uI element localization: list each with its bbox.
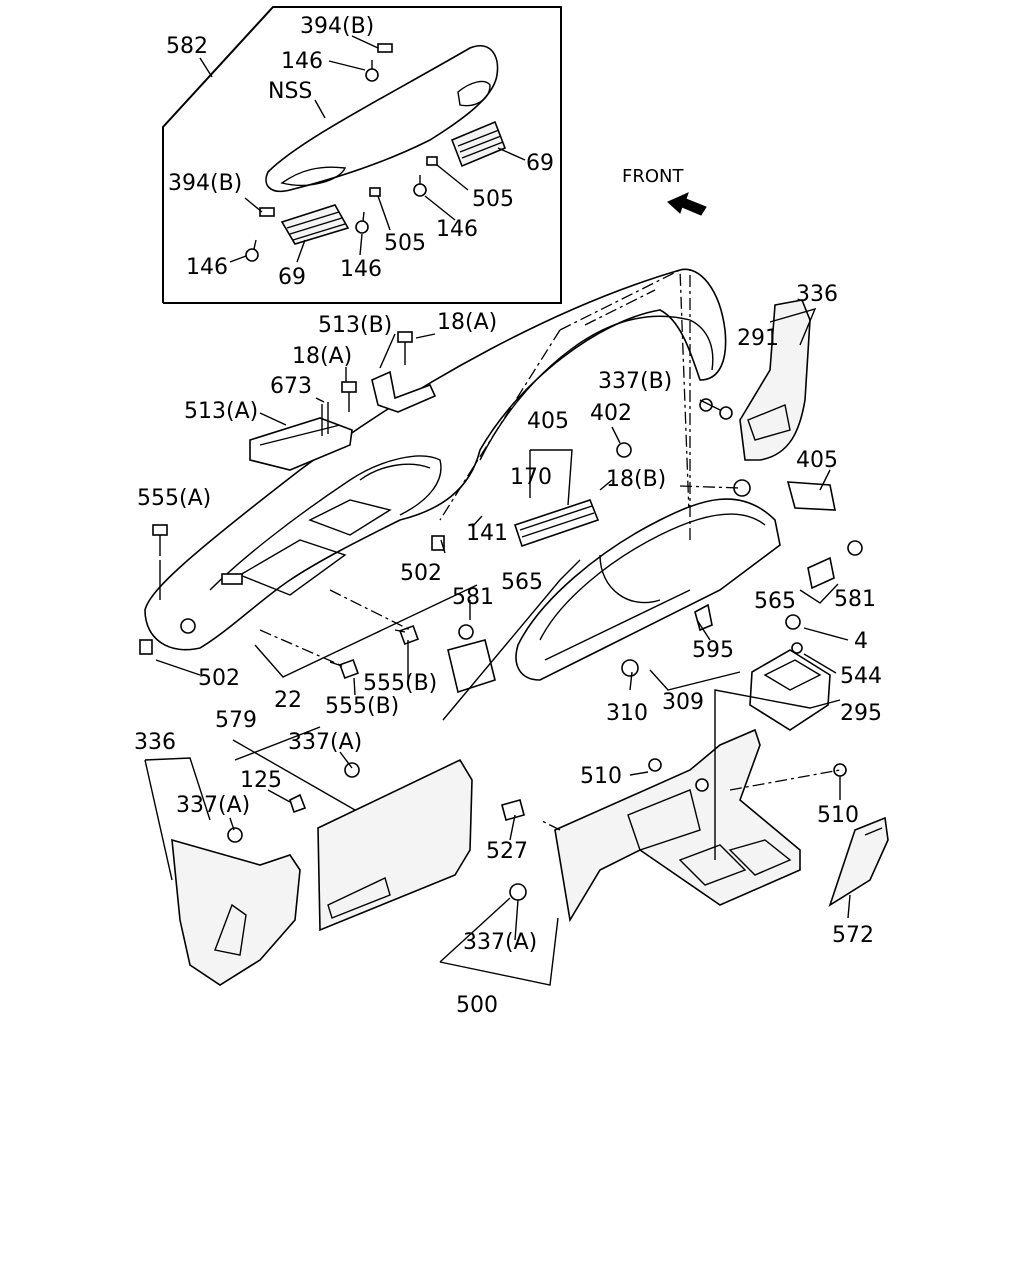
- label-394b-top: 394(B): [300, 14, 374, 39]
- labels: 582 394(B) 146 NSS 69 394(B) 505 146 505…: [134, 14, 882, 1018]
- side-trim-336-right: [699, 299, 811, 461]
- label-500: 500: [456, 993, 498, 1018]
- glove-box-579: [289, 758, 473, 932]
- label-555a: 555(A): [137, 486, 211, 511]
- label-18a-top: 18(A): [437, 310, 497, 335]
- label-front: FRONT: [622, 166, 684, 187]
- label-579: 579: [215, 708, 257, 733]
- label-673: 673: [270, 374, 312, 399]
- center-console: [501, 728, 847, 923]
- ash-tray-295: [749, 614, 831, 731]
- bolt-555a: [152, 524, 168, 600]
- label-565-left: 565: [501, 570, 543, 595]
- label-141: 141: [466, 521, 508, 546]
- label-394b-left: 394(B): [168, 171, 242, 196]
- label-555b-right: 555(B): [363, 671, 437, 696]
- label-69-right: 69: [526, 151, 554, 176]
- label-510-right: 510: [817, 803, 859, 828]
- label-69-bottom: 69: [278, 265, 306, 290]
- label-582: 582: [166, 34, 208, 59]
- bolt-18a-left: [341, 381, 357, 412]
- label-572: 572: [832, 923, 874, 948]
- side-panel-572: [828, 816, 889, 907]
- label-337a-left: 337(A): [176, 793, 250, 818]
- label-510-left: 510: [580, 764, 622, 789]
- label-337a-top: 337(A): [288, 730, 362, 755]
- label-581-left: 581: [452, 585, 494, 610]
- instrument-cluster-frame: [447, 442, 863, 694]
- bracket-513a: [249, 402, 353, 471]
- label-336-left: 336: [134, 730, 176, 755]
- label-295: 295: [840, 701, 882, 726]
- label-309: 309: [662, 690, 704, 715]
- inset-panel-582: [162, 6, 562, 304]
- label-4: 4: [854, 629, 868, 654]
- label-146-bottom: 146: [340, 257, 382, 282]
- label-502-top: 502: [400, 561, 442, 586]
- map-lamp-69-left: [280, 204, 350, 245]
- label-527: 527: [486, 839, 528, 864]
- label-18a-left: 18(A): [292, 344, 352, 369]
- label-170: 170: [510, 465, 552, 490]
- bracket-513b: [371, 370, 437, 413]
- label-505-mid: 505: [384, 231, 426, 256]
- label-146-left: 146: [186, 255, 228, 280]
- clips-502: [139, 535, 445, 655]
- map-lamp-69-right: [450, 120, 507, 168]
- label-22: 22: [274, 688, 302, 713]
- front-arrow: [667, 192, 707, 216]
- label-405-right: 405: [796, 448, 838, 473]
- label-291: 291: [737, 326, 779, 351]
- leader-lines: [144, 270, 851, 986]
- label-125: 125: [240, 768, 282, 793]
- label-146-mid: 146: [436, 217, 478, 242]
- label-18b: 18(B): [606, 467, 666, 492]
- label-405-left: 405: [527, 409, 569, 434]
- side-trim-336-left: [171, 827, 301, 986]
- label-595: 595: [692, 638, 734, 663]
- label-505-right: 505: [472, 187, 514, 212]
- label-565-right: 565: [754, 589, 796, 614]
- bolt-18a-top: [397, 331, 413, 365]
- label-310: 310: [606, 701, 648, 726]
- bolts-555b: [329, 625, 419, 679]
- label-336-top: 336: [796, 282, 838, 307]
- label-146-top: 146: [281, 49, 323, 74]
- label-555b-bottom: 555(B): [325, 694, 399, 719]
- label-581-right: 581: [834, 587, 876, 612]
- label-nss: NSS: [268, 79, 312, 104]
- label-337a-bottom: 337(A): [463, 930, 537, 955]
- label-513b: 513(B): [318, 313, 392, 338]
- label-544: 544: [840, 664, 882, 689]
- label-402: 402: [590, 401, 632, 426]
- label-337b: 337(B): [598, 369, 672, 394]
- label-502-bottom: 502: [198, 666, 240, 691]
- label-513a: 513(A): [184, 399, 258, 424]
